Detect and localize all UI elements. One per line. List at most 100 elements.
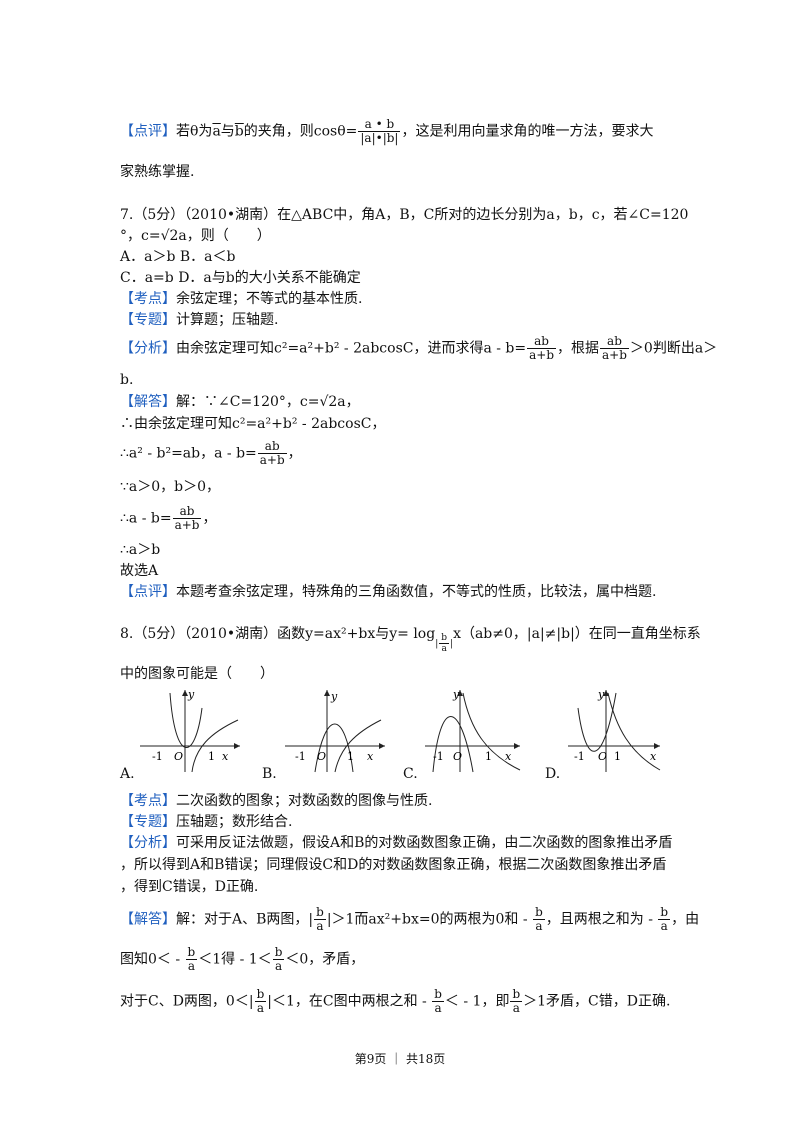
text: ＜1得 - 1＜ bbox=[198, 951, 272, 968]
text: ，这是利用向量求角的唯一方法，要求大 bbox=[401, 123, 654, 140]
num: ab bbox=[527, 335, 557, 349]
text: ＜ - 1，即 bbox=[444, 993, 510, 1010]
vec-b: b bbox=[234, 123, 244, 140]
q7-jieda-1: 【解答】解：∵∠C=120°，c=√2a， bbox=[120, 392, 360, 412]
axis-x: x bbox=[650, 750, 657, 763]
axis-x: x bbox=[367, 750, 374, 763]
q7-fenxi-end: b. bbox=[120, 372, 134, 388]
tag: 【点评】 bbox=[120, 584, 176, 600]
frac-den: |a|•|b| bbox=[360, 131, 399, 145]
num: b bbox=[510, 987, 523, 1002]
option-b-label: B. bbox=[262, 766, 277, 782]
text: 与 bbox=[220, 123, 235, 140]
num: b bbox=[254, 987, 267, 1002]
q7-options-ab: A．a＞b B．a＜b bbox=[120, 249, 236, 265]
q7-stem-1: 7.（5分）（2010•湖南）在△ABC中，角A，B，C所对的边长分别为a，b，… bbox=[120, 207, 689, 223]
num: ab bbox=[600, 335, 629, 349]
vec-a: a bbox=[212, 123, 221, 140]
q7-jieda-6: ∴a＞b bbox=[120, 542, 161, 558]
den: a bbox=[316, 919, 324, 933]
den: a bbox=[660, 919, 668, 933]
origin: O bbox=[174, 750, 183, 763]
q8-fenxi-1: 【分析】可采用反证法做题，假设A和B的对数函数图象正确，由二次函数的图象推出矛盾 bbox=[120, 833, 672, 853]
tick: -1 bbox=[295, 750, 306, 763]
q7-zhuanti: 【专题】计算题；压轴题. bbox=[120, 310, 278, 330]
text: ，根据 bbox=[557, 340, 600, 357]
text: 计算题；压轴题. bbox=[176, 312, 279, 328]
text: ＞0判断出a＞ bbox=[629, 340, 718, 357]
cos-fraction: a • b|a|•|b| bbox=[358, 118, 401, 145]
q7-jieda-7: 故选A bbox=[120, 563, 159, 579]
den: a+b bbox=[529, 348, 555, 362]
tick: -1 bbox=[152, 750, 163, 763]
num: b bbox=[314, 905, 326, 920]
num: ab bbox=[257, 440, 287, 454]
q8-kaodian: 【考点】二次函数的图象；对数函数的图像与性质. bbox=[120, 791, 432, 811]
tag: 【解答】 bbox=[120, 394, 176, 410]
den: a bbox=[512, 1001, 520, 1015]
text: |＜1，在C图中两根之和 - bbox=[267, 993, 432, 1010]
text: ，且两根之和为 - bbox=[545, 911, 658, 928]
text: 可采用反证法做题，假设A和B的对数函数图象正确，由二次函数的图象推出矛盾 bbox=[176, 835, 673, 851]
den: a+b bbox=[174, 518, 200, 532]
text: 二次函数的图象；对数函数的图像与性质. bbox=[176, 793, 433, 809]
den: a+b bbox=[602, 348, 627, 362]
q7-kaodian: 【考点】余弦定理；不等式的基本性质. bbox=[120, 289, 362, 309]
axis-y: y bbox=[452, 688, 460, 701]
tick: 1 bbox=[208, 750, 215, 763]
text: ∴a - b= bbox=[120, 510, 172, 527]
tick: 1 bbox=[614, 750, 621, 763]
text: 本题考查余弦定理，特殊角的三角函数值，不等式的性质，比较法，属中档题. bbox=[176, 584, 657, 600]
text: 解：对于A、B两图，| bbox=[176, 911, 314, 928]
num: b bbox=[272, 945, 285, 960]
q7-jieda-4: ∵a＞0，b＞0， bbox=[120, 479, 221, 495]
den: a bbox=[434, 1001, 442, 1015]
tag: 【考点】 bbox=[120, 291, 176, 307]
q8-fenxi-3: ，得到C错误，D正确. bbox=[120, 879, 259, 895]
q7-jieda-2: ∴由余弦定理可知c²=a²+b² - 2abcosC， bbox=[120, 416, 386, 432]
q7-stem-2: °，c=√2a，则（ ） bbox=[120, 228, 271, 244]
tick: 1 bbox=[485, 750, 492, 763]
tag: 【解答】 bbox=[120, 911, 176, 928]
q7-fenxi: 【分析】由余弦定理可知c²=a²+b² - 2abcosC，进而求得a - b=… bbox=[120, 335, 717, 362]
num: b bbox=[658, 905, 671, 920]
q7-options-cd: C．a=b D．a与b的大小关系不能确定 bbox=[120, 270, 361, 286]
graph-b: y x -1 O 1 bbox=[285, 690, 385, 773]
text: |＞1而ax²+bx=0的两根为0和 - bbox=[326, 911, 533, 928]
text: 余弦定理；不等式的基本性质. bbox=[176, 291, 363, 307]
q7-dianping: 【点评】本题考查余弦定理，特殊角的三角函数值，不等式的性质，比较法，属中档题. bbox=[120, 582, 656, 602]
axis-x: x bbox=[222, 750, 229, 763]
option-a-label: A. bbox=[120, 766, 135, 782]
text: ＜0，矛盾， bbox=[285, 951, 365, 968]
den: a bbox=[535, 919, 543, 933]
graph-a: y x -1 O 1 bbox=[140, 688, 240, 773]
text: 8.（5分）（2010•湖南）函数y=ax²+bx与y= log bbox=[120, 626, 436, 642]
origin: O bbox=[317, 750, 326, 763]
num: b bbox=[533, 905, 545, 920]
text: x（ab≠0，|a|≠|b|）在同一直角坐标系 bbox=[453, 626, 701, 642]
text: 的夹角，则cosθ= bbox=[243, 123, 358, 140]
text: 若θ为 bbox=[176, 123, 213, 140]
origin: O bbox=[453, 750, 462, 763]
q8-zhuanti: 【专题】压轴题；数形结合. bbox=[120, 812, 292, 832]
text: 由余弦定理可知c²=a²+b² - 2abcosC，进而求得a - b= bbox=[176, 340, 527, 357]
den: a bbox=[274, 959, 283, 973]
tick: -1 bbox=[433, 750, 444, 763]
comment-line-2: 家熟练掌握. bbox=[120, 164, 195, 180]
page-footer: 第9页 ｜ 共18页 bbox=[354, 1052, 446, 1066]
text: ＞1矛盾，C错，D正确. bbox=[523, 993, 671, 1010]
text: 对于C、D两图，0＜| bbox=[120, 993, 254, 1010]
graph-c: y x -1 O 1 bbox=[425, 688, 521, 773]
